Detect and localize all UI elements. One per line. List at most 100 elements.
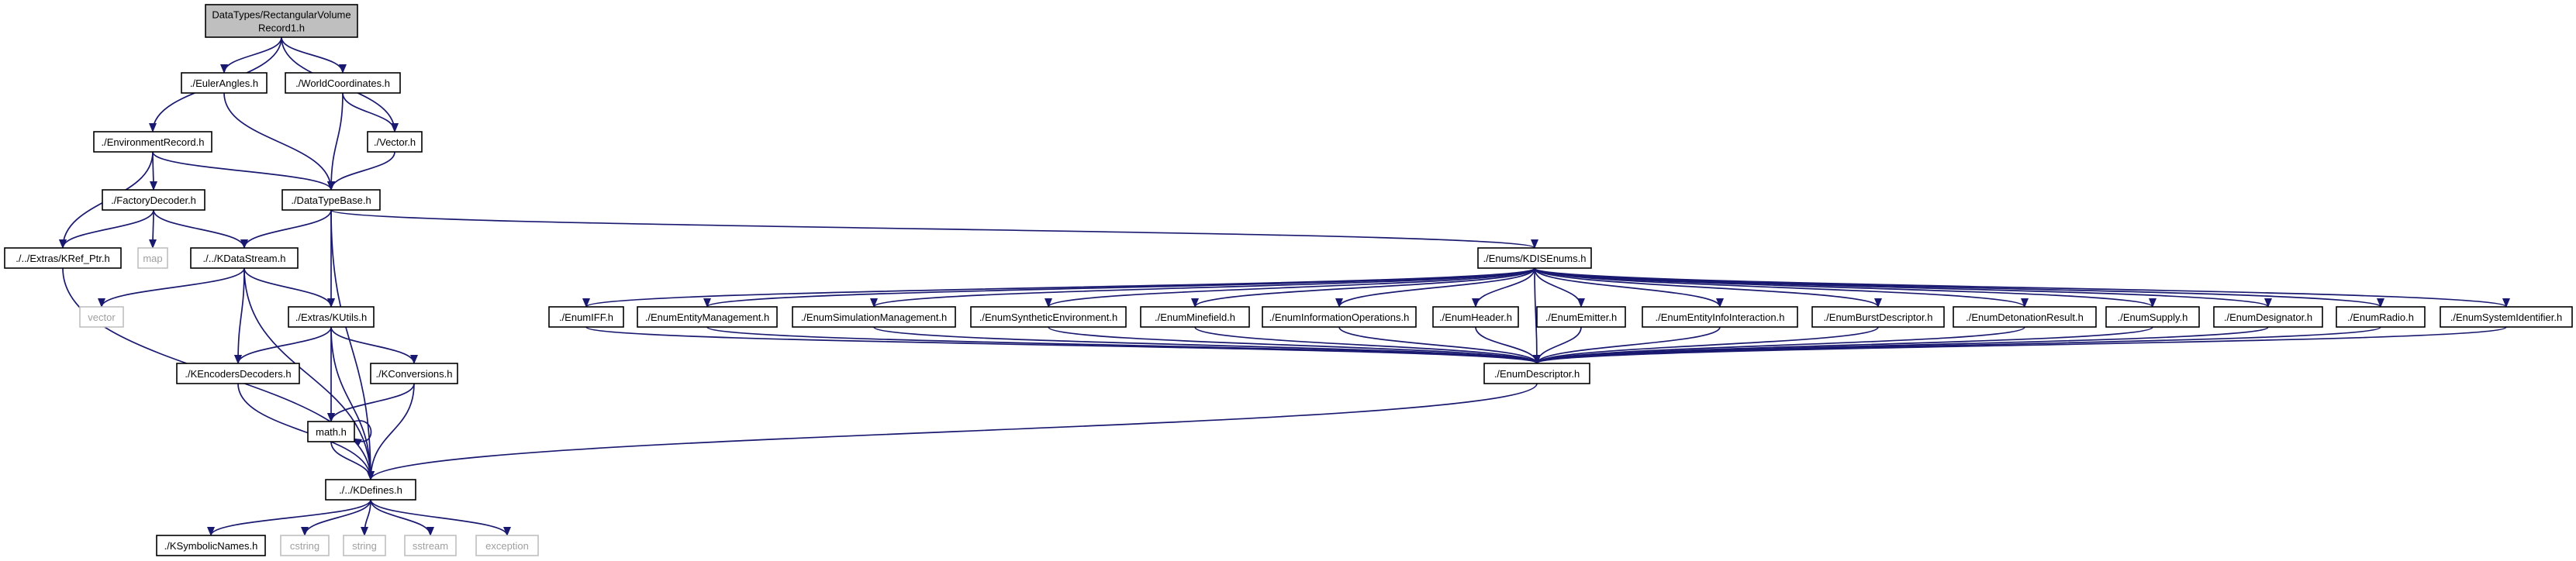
- node-vector_h[interactable]: ./Vector.h: [367, 131, 423, 153]
- node-ksym[interactable]: ./KSymbolicNames.h: [156, 535, 266, 556]
- node-box-ksym: [156, 535, 266, 556]
- edge-vector_h-to-dtb: [327, 151, 395, 191]
- node-enumradio[interactable]: ./EnumRadio.h: [2336, 306, 2426, 328]
- edge-kdatastream-to-encoders: [234, 267, 245, 364]
- node-label-enumentinfo: ./EnumEntityInfoInteraction.h: [1656, 311, 1785, 323]
- edge-enuminfo-to-enumdesc: [1338, 326, 1541, 364]
- node-box-enumheader: [1432, 306, 1519, 328]
- edge-kdefines-to-ksym: [207, 499, 371, 536]
- node-encoders[interactable]: ./KEncodersDecoders.h: [176, 363, 300, 384]
- node-box-factory: [102, 189, 205, 211]
- node-label-enuminfo: ./EnumInformationOperations.h: [1269, 311, 1410, 323]
- edge-math-to-math: [349, 420, 372, 446]
- node-enummine[interactable]: ./EnumMinefield.h: [1140, 306, 1250, 328]
- node-box-enummine: [1140, 306, 1250, 328]
- node-box-euler: [181, 72, 268, 94]
- edge-kdisenums-to-enummine: [1191, 267, 1535, 308]
- node-enumentmgmt[interactable]: ./EnumEntityManagement.h: [637, 306, 778, 328]
- node-label-enumiff: ./EnumIFF.h: [559, 311, 613, 323]
- node-enumdet[interactable]: ./EnumDetonationResult.h: [1953, 306, 2097, 328]
- edge-kdisenums-to-enumentinfo: [1534, 267, 1724, 308]
- edge-kdisenums-to-enumsimmgmt: [870, 267, 1535, 308]
- node-label-cstring: cstring: [290, 540, 319, 552]
- edge-kdisenums-to-enumheader: [1472, 267, 1535, 308]
- node-label-root-line-0: DataTypes/RectangularVolume: [212, 9, 350, 21]
- node-box-dtb: [281, 189, 381, 211]
- edge-kdefines-to-exception: [370, 499, 511, 536]
- node-box-enumsynth: [970, 306, 1127, 328]
- node-dtb[interactable]: ./DataTypeBase.h: [281, 189, 381, 211]
- node-enumentinfo[interactable]: ./EnumEntityInfoInteraction.h: [1642, 306, 1798, 328]
- node-box-enumdesig: [2213, 306, 2323, 328]
- node-label-enumsimmgmt: ./EnumSimulationManagement.h: [801, 311, 948, 323]
- node-box-enuminfo: [1262, 306, 1417, 328]
- edge-enumdesc-to-kdefines: [367, 383, 1538, 480]
- node-label-world: ./WorldCoordinates.h: [295, 77, 390, 89]
- node-label-kdatastream: ./../KDataStream.h: [203, 253, 286, 264]
- node-cstring: cstring: [280, 535, 330, 556]
- node-label-string: string: [352, 540, 377, 552]
- node-enumiff[interactable]: ./EnumIFF.h: [548, 306, 624, 328]
- node-label-ksym: ./KSymbolicNames.h: [164, 540, 258, 552]
- node-vector: vector: [79, 306, 124, 328]
- node-label-euler: ./EulerAngles.h: [190, 77, 258, 89]
- node-euler[interactable]: ./EulerAngles.h: [181, 72, 268, 94]
- node-box-enumdet: [1953, 306, 2097, 328]
- edge-kdefines-to-sstream: [370, 499, 434, 536]
- node-kdatastream[interactable]: ./../KDataStream.h: [190, 247, 299, 269]
- edge-enumdet-to-enumdesc: [1533, 326, 2025, 364]
- node-box-enumradio: [2336, 306, 2426, 328]
- node-enumburst[interactable]: ./EnumBurstDescriptor.h: [1811, 306, 1945, 328]
- node-refptr[interactable]: ./../Extras/KRef_Ptr.h: [4, 247, 122, 269]
- node-kconv[interactable]: ./KConversions.h: [370, 363, 458, 384]
- node-env[interactable]: ./EnvironmentRecord.h: [93, 131, 212, 153]
- node-label-vector: vector: [88, 311, 116, 323]
- node-kdefines[interactable]: ./../KDefines.h: [325, 479, 416, 501]
- node-enumdesig[interactable]: ./EnumDesignator.h: [2213, 306, 2323, 328]
- node-enuminfo[interactable]: ./EnumInformationOperations.h: [1262, 306, 1417, 328]
- edge-enumentinfo-to-enumdesc: [1533, 326, 1721, 364]
- edge-dtb-to-kdisenums: [330, 209, 1538, 249]
- edge-kconv-to-kdefines: [367, 383, 415, 480]
- edge-enumiff-to-enumdesc: [585, 326, 1541, 364]
- edge-kdisenums-to-enumdesig: [1534, 267, 2272, 308]
- node-box-enumemitter: [1536, 306, 1626, 328]
- node-kutils[interactable]: ./Extras/KUtils.h: [288, 306, 375, 328]
- node-enumemitter[interactable]: ./EnumEmitter.h: [1536, 306, 1626, 328]
- edge-enumentmgmt-to-enumdesc: [706, 326, 1541, 364]
- edge-kdatastream-to-kutils: [243, 267, 335, 308]
- node-enumsysid[interactable]: ./EnumSystemIdentifier.h: [2440, 306, 2573, 328]
- edge-kutils-to-kconv: [330, 326, 418, 364]
- edge-enumdesig-to-enumdesc: [1533, 326, 2269, 364]
- node-world[interactable]: ./WorldCoordinates.h: [285, 72, 401, 94]
- node-box-refptr: [4, 247, 122, 269]
- node-enumsimmgmt[interactable]: ./EnumSimulationManagement.h: [792, 306, 956, 328]
- node-label-map: map: [143, 253, 162, 264]
- node-factory[interactable]: ./FactoryDecoder.h: [102, 189, 205, 211]
- node-label-math: math.h: [316, 426, 347, 438]
- node-label-vector_h: ./Vector.h: [374, 136, 416, 148]
- node-math[interactable]: math.h: [307, 421, 355, 442]
- node-label-enummine: ./EnumMinefield.h: [1155, 311, 1235, 323]
- node-label-enumdet: ./EnumDetonationResult.h: [1966, 311, 2084, 323]
- node-kdisenums[interactable]: ./Enums/KDISEnums.h: [1477, 247, 1592, 269]
- edge-layer: [59, 36, 2510, 536]
- node-enumsupply[interactable]: ./EnumSupply.h: [2105, 306, 2200, 328]
- edge-kdatastream-to-kdefines: [243, 267, 375, 480]
- edge-kdatastream-to-vector: [98, 267, 245, 308]
- node-label-refptr: ./../Extras/KRef_Ptr.h: [16, 253, 109, 264]
- edge-kdisenums-to-enumradio: [1534, 267, 2384, 308]
- node-enumsynth[interactable]: ./EnumSyntheticEnvironment.h: [970, 306, 1127, 328]
- node-box-vector_h: [367, 131, 423, 153]
- node-label-enumsynth: ./EnumSyntheticEnvironment.h: [979, 311, 1117, 323]
- node-box-cstring: [280, 535, 330, 556]
- node-box-world: [285, 72, 401, 94]
- node-enumheader[interactable]: ./EnumHeader.h: [1432, 306, 1519, 328]
- edge-enumsynth-to-enumdesc: [1048, 326, 1541, 364]
- node-enumdesc[interactable]: ./EnumDescriptor.h: [1483, 363, 1590, 384]
- node-string: string: [343, 535, 386, 556]
- edge-kdisenums-to-enumsupply: [1534, 267, 2156, 308]
